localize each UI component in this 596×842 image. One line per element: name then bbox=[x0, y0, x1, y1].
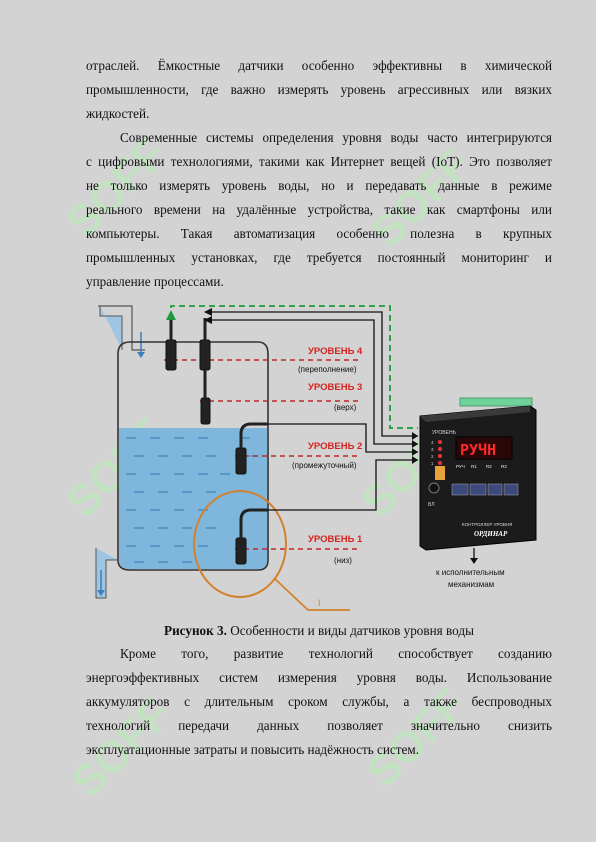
svg-text:РУЧ: РУЧ bbox=[456, 464, 465, 469]
green-wire-arrow bbox=[166, 310, 176, 320]
text-line: управление процессами. bbox=[86, 274, 224, 289]
text-line: компьютеры. Такая автоматизация особенно… bbox=[86, 226, 552, 241]
relay-indicator bbox=[435, 466, 445, 480]
text-line: аккумуляторов с длительным сроком службы… bbox=[86, 694, 552, 709]
highlight-ring bbox=[193, 490, 287, 598]
inlet-pipe bbox=[98, 305, 145, 351]
inflow-arrowhead bbox=[137, 352, 145, 358]
level-2-label: УРОВЕНЬ 2 bbox=[308, 441, 362, 452]
text-line: реального времени на удалённые устройств… bbox=[86, 202, 552, 217]
text-line: технологий передачи данных позволяет зна… bbox=[86, 718, 552, 733]
paragraph-3: Кроме того, развитие технологий способст… bbox=[86, 642, 552, 762]
water-ripples bbox=[126, 437, 258, 563]
text-line: отраслей. Ёмкостные датчики особенно эфф… bbox=[86, 58, 552, 73]
controller-model-label: КОНТРОЛЛЕР УРОВНЯ bbox=[462, 522, 512, 527]
callout-marker: I bbox=[318, 598, 321, 608]
text-line: Современные системы определения уровня в… bbox=[120, 130, 552, 145]
level-4-label: УРОВЕНЬ 4 bbox=[308, 346, 363, 357]
level-3-label: УРОВЕНЬ 3 bbox=[308, 382, 362, 393]
inlet-pipe-inner bbox=[99, 306, 123, 350]
actuator-label-1: к исполнительным bbox=[436, 568, 505, 577]
display-readout: РУЧН bbox=[460, 441, 496, 459]
level-2-desc: (промежуточный) bbox=[292, 461, 357, 470]
svg-text:R2: R2 bbox=[486, 464, 492, 469]
controller-brand: ОРДИНАР bbox=[474, 530, 508, 538]
actuator-label-2: механизмам bbox=[448, 580, 494, 589]
controller-top bbox=[420, 406, 530, 422]
signal-wires bbox=[205, 311, 418, 511]
outflow-arrowhead bbox=[97, 590, 105, 596]
led-number-3: 3 bbox=[431, 447, 434, 452]
text-line: промышленных установках, где требуется п… bbox=[86, 250, 552, 265]
svg-text:R3: R3 bbox=[501, 464, 507, 469]
text-line: энергоэффективных систем измерения уровн… bbox=[86, 670, 552, 685]
led-number-2: 2 bbox=[431, 454, 434, 459]
text-line: не только измерять уровень воды, но и пе… bbox=[86, 178, 552, 193]
green-wire bbox=[170, 305, 418, 429]
text-line: Кроме того, развитие технологий способст… bbox=[120, 646, 552, 661]
controller-buttons bbox=[451, 483, 519, 496]
caption-text: Особенности и виды датчиков уровня воды bbox=[226, 623, 474, 638]
level-4-desc: (переполнение) bbox=[298, 365, 357, 374]
level-1-label: УРОВЕНЬ 1 bbox=[308, 534, 363, 545]
channel-labels: РУЧ R1 R2 R3 bbox=[456, 464, 507, 469]
power-button bbox=[428, 482, 440, 494]
text-line: с цифровыми технологиями, такими как Инт… bbox=[86, 154, 552, 169]
controller-header: УРОВЕНЬ bbox=[432, 430, 457, 436]
text-line: промышленности, где важно измерять урове… bbox=[86, 82, 552, 97]
caption-label: Рисунок 3. bbox=[164, 623, 227, 638]
svg-text:R1: R1 bbox=[471, 464, 477, 469]
tank-outline bbox=[117, 341, 269, 571]
sensor-cables bbox=[169, 318, 268, 538]
led-number-4: 4 bbox=[431, 440, 434, 445]
paragraph-2: Современные системы определения уровня в… bbox=[86, 126, 552, 294]
figure-caption: Рисунок 3. Особенности и виды датчиков у… bbox=[86, 621, 552, 641]
level-sensor-diagram: I УРОВЕНЬ 4 (переполнение) УРОВЕНЬ 3 (ве… bbox=[95, 305, 537, 611]
power-label: ВЛ bbox=[428, 502, 435, 508]
text-line: жидкостей. bbox=[86, 106, 150, 121]
level-3-desc: (верх) bbox=[334, 403, 357, 412]
output-arrowhead bbox=[470, 558, 478, 564]
text-line: эксплуатационные затраты и повысить надё… bbox=[86, 742, 420, 757]
wire-arrowheads bbox=[204, 308, 418, 464]
callout-line bbox=[273, 577, 350, 611]
water-body bbox=[119, 428, 267, 569]
din-rail-clip bbox=[459, 397, 533, 407]
level-lines bbox=[164, 359, 360, 550]
level-1-desc: (низ) bbox=[334, 556, 352, 565]
sensor-probes bbox=[165, 339, 247, 565]
led-number-1: 1 bbox=[431, 461, 434, 466]
display-screen bbox=[455, 436, 513, 460]
status-leds bbox=[438, 440, 442, 465]
paragraph-1: отраслей. Ёмкостные датчики особенно эфф… bbox=[86, 54, 552, 126]
level-controller: УРОВЕНЬ 4 3 2 1 РУЧН РУЧ R1 R2 R3 bbox=[419, 397, 537, 551]
